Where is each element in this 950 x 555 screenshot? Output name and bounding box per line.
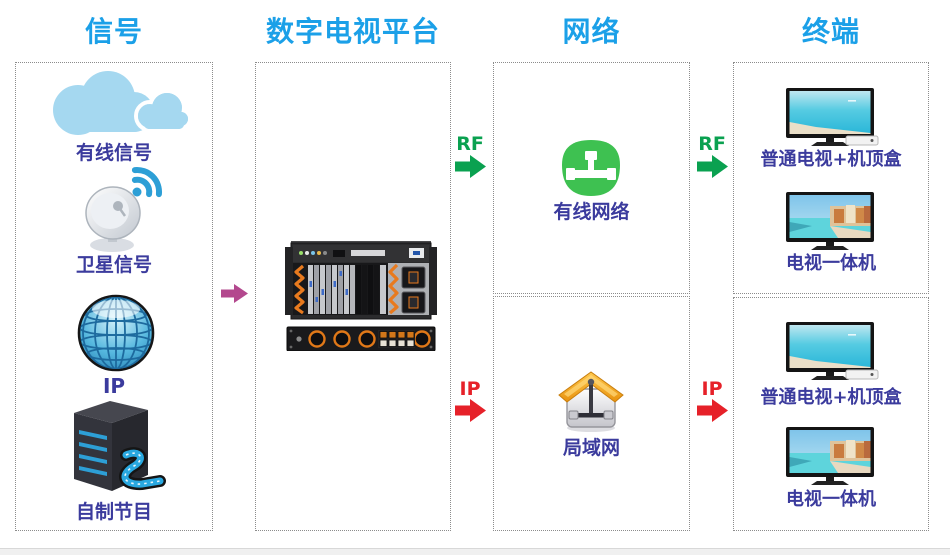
signal-column-title: 信号	[84, 15, 143, 48]
rf-label-platform-to-cable: RF	[456, 133, 484, 155]
terminal-column-title: 终端	[801, 15, 860, 48]
cable-network-box	[493, 62, 690, 294]
self-made-program-label: 自制节目	[75, 501, 152, 523]
tv-icon	[786, 192, 880, 252]
server-icon	[66, 397, 174, 497]
headend-rack-icon	[285, 241, 437, 351]
satellite-signal-label: 卫星信号	[75, 254, 152, 276]
tv-stb-label-ip: 普通电视+机顶盒	[760, 387, 902, 408]
terminal-rf-box	[733, 62, 929, 294]
lan-label: 局域网	[562, 437, 620, 459]
tv-allinone-label-ip: 电视一体机	[786, 489, 876, 510]
tv-stb-label-rf: 普通电视+机顶盒	[760, 149, 902, 170]
ip-source-label: IP	[102, 374, 126, 398]
ip-arrow-platform-to-lan	[455, 399, 486, 422]
lan-network-box	[493, 296, 690, 531]
terminal-ip-box	[733, 297, 929, 531]
ip-arrow-lan-to-terminal	[697, 399, 728, 422]
tv-with-stb-icon	[786, 322, 880, 382]
ip-label-lan-to-terminal: IP	[701, 378, 723, 400]
ip-label-platform-to-lan: IP	[459, 378, 481, 400]
rf-arrow-cable-to-terminal	[697, 155, 728, 178]
satellite-dish-icon	[70, 166, 170, 254]
green-hub-icon	[558, 138, 624, 200]
platform-column-title: 数字电视平台	[265, 15, 440, 48]
globe-icon	[75, 292, 157, 374]
tv-allinone-label-rf: 电视一体机	[786, 253, 876, 274]
footer-strip	[0, 548, 950, 555]
lan-house-icon	[558, 362, 624, 434]
cable-signal-label: 有线信号	[75, 142, 152, 164]
signal-box	[15, 62, 213, 531]
tv-icon	[786, 427, 880, 487]
tv-with-stb-icon	[786, 88, 880, 148]
platform-box	[255, 62, 451, 531]
source-to-platform-arrow	[221, 284, 248, 303]
network-column-title: 网络	[562, 15, 621, 48]
rf-arrow-platform-to-cable	[455, 155, 486, 178]
cloud-icon	[38, 70, 190, 140]
cable-network-label: 有线网络	[553, 201, 630, 223]
rf-label-cable-to-terminal: RF	[698, 133, 726, 155]
